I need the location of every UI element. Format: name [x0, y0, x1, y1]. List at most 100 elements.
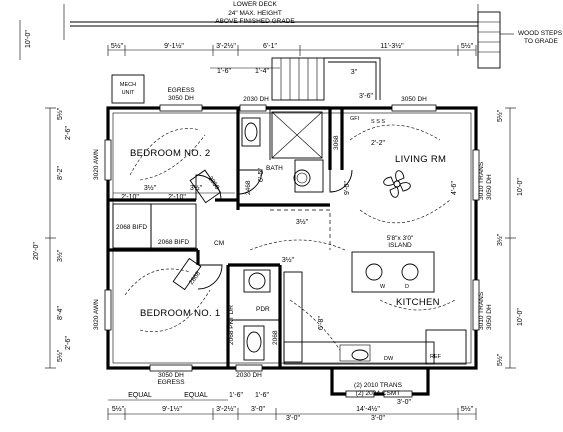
lower-deck: LOWER DECK 24" MAX. HEIGHT ABOVE FINISHE…: [63, 1, 479, 60]
dim-bot-1: 5½": [112, 405, 125, 413]
dryer-label: D: [405, 284, 409, 290]
pdr-window-label: 2030 DH: [236, 372, 262, 379]
room-kitchen: KITCHEN: [396, 297, 440, 308]
ceiling-fan-icon: [383, 170, 411, 198]
dim-left-9: 5½": [56, 349, 64, 362]
dim-right-1: 10'-0": [517, 178, 524, 196]
smoke-detectors: S S S: [371, 119, 385, 125]
opening-labels: EGRESS 3050 DH 2030 DH 3050 DH 3020 AWN …: [93, 87, 493, 397]
room-bedroom-1: BEDROOM NO. 1: [140, 308, 220, 319]
bifold-1-label: 2068 BIFD: [116, 224, 147, 231]
dim-top-5: 11'-3½": [380, 42, 404, 50]
dim-left-1: 10'-0": [25, 30, 32, 48]
dw-label: DW: [384, 356, 394, 362]
deck-note-1: 24" MAX. HEIGHT: [228, 10, 282, 17]
kitchen-fixtures: [283, 251, 467, 365]
egress-bot-1: 3050 DH: [158, 372, 184, 379]
dim-right-2: 10'-0": [517, 308, 524, 326]
door-swings: [172, 169, 353, 291]
room-pdr: PDR: [256, 306, 270, 313]
mech-unit: MECH UNIT: [111, 74, 145, 104]
bed2-awn-label: 3020 AWN: [93, 149, 100, 180]
trans-label-4: 3050 DH: [486, 304, 493, 330]
mech-label-1: MECH: [120, 82, 136, 88]
dim-int-9: 6'-8": [318, 316, 325, 330]
bottom-dimensions: EQUAL EQUAL 1'-6" 1'-6" 5½" 9'-1½" 3'-2½…: [107, 392, 477, 422]
egress-top-2: 3050 DH: [168, 95, 194, 102]
dim-right-5: 5½": [496, 353, 504, 366]
pkt-door-label: 2068 PKT DR: [228, 305, 235, 345]
washer-label: W: [380, 284, 386, 290]
dim-bot-5: 14'-4½": [356, 405, 380, 413]
room-living: LIVING RM: [395, 154, 446, 165]
dim-int-7: 2'-2": [371, 140, 385, 147]
deck-title: LOWER DECK: [233, 1, 277, 8]
interior-dimensions: 2'-10" 2'-10" 3½" 3½" 6'-5" 9'-0" 2'-2" …: [113, 140, 458, 422]
dim-bot-6: 5½": [461, 405, 474, 413]
dim-bot-4: 3'-0": [251, 406, 265, 413]
electrical-wiring: [124, 124, 456, 351]
dim-right-4: 3½": [496, 233, 504, 246]
dim-int-13: 3½": [282, 256, 295, 264]
dim-int-12: 3½": [296, 218, 309, 226]
bed1-awn-label: 3020 AWN: [93, 299, 100, 330]
kitchen-window-1: (2) 2010 TRANS: [354, 382, 403, 389]
dim-left-2: 20'-0": [33, 242, 40, 260]
trans-label-2: 3050 DH: [486, 174, 493, 200]
ref-label: REF: [430, 354, 442, 360]
egress-top-1: EGRESS: [167, 87, 195, 94]
dim-int-1: 2'-10": [121, 194, 139, 201]
stairs: [271, 57, 381, 101]
bed1-door-label: 2868: [188, 270, 202, 286]
dim-top-1: 5½": [111, 42, 124, 50]
dim-int-4: 3½": [190, 184, 203, 192]
dim-bot-7: EQUAL: [128, 392, 152, 399]
left-dimensions: 10'-0" 20'-0" 5½" 2'-6" 8'-2" 3½" 8'-4" …: [19, 20, 72, 369]
dim-top-7: 1'-6": [217, 68, 231, 75]
dim-top-3: 3'-2½": [216, 42, 236, 50]
dim-right-3: 5½": [496, 109, 504, 122]
living-door-label: 3068: [333, 135, 340, 150]
dim-left-5: 8'-2": [57, 166, 64, 180]
room-labels: BEDROOM NO. 2 BEDROOM NO. 1 LIVING RM KI…: [130, 116, 446, 362]
dim-bot-10: 1'-6": [255, 392, 269, 399]
windows: [104, 104, 480, 398]
dim-top-6: 5½": [461, 42, 474, 50]
dim-left-8: 2'-6": [65, 336, 72, 350]
dim-top-8: 1'-4": [255, 68, 269, 75]
dim-int-3: 3½": [144, 184, 157, 192]
dim-top-9: 3'-6": [359, 93, 373, 100]
dim-int-8: 4'-6": [451, 181, 458, 195]
top-dimensions: 5½" 9'-1½" 3'-2½" 6'-1" 11'-3½" 5½" 1'-6…: [107, 42, 477, 100]
cm-label: CM: [214, 240, 224, 247]
dim-left-4: 2'-6": [65, 126, 72, 140]
egress-bot-2: EGRESS: [157, 379, 185, 386]
dim-int-10: 3'-0": [286, 415, 300, 422]
dim-int-5: 6'-5": [258, 168, 265, 182]
dim-bot-9: 1'-6": [229, 392, 243, 399]
room-bath: BATH: [266, 165, 283, 172]
dim-top-2: 9'-1½": [164, 42, 184, 50]
pdr-fixtures: [243, 269, 271, 361]
dim-bot-2: 9'-1½": [162, 405, 182, 413]
right-dimensions: 10'-0" 10'-0" 5½" 3½" 5½": [496, 107, 524, 369]
dim-bot-11: 3'-0": [371, 415, 385, 422]
wood-steps: WOOD STEPS TO GRADE: [477, 11, 563, 69]
mech-label-2: UNIT: [122, 90, 135, 96]
bath-door-label: 2468: [245, 180, 252, 195]
wood-steps-label-1: WOOD STEPS: [518, 30, 563, 37]
bifold-2-label: 2068 BIFD: [158, 239, 189, 246]
dim-bot-8: EQUAL: [184, 392, 208, 399]
interior-walls: [108, 106, 344, 368]
dim-left-6: 3½": [56, 249, 64, 262]
pdr-door-label: 2068: [272, 330, 279, 345]
deck-note-2: ABOVE FINISHED GRADE: [215, 18, 295, 25]
dim-int-6: 9'-0": [344, 181, 351, 195]
living-window-label: 3050 DH: [401, 96, 427, 103]
wood-steps-label-2: TO GRADE: [524, 38, 558, 45]
dim-top-10: 3": [351, 69, 358, 76]
bath-window-label: 2030 DH: [243, 96, 269, 103]
island-size: 5'8"x 3'0": [387, 235, 414, 242]
dim-top-4: 6'-1": [263, 43, 277, 50]
